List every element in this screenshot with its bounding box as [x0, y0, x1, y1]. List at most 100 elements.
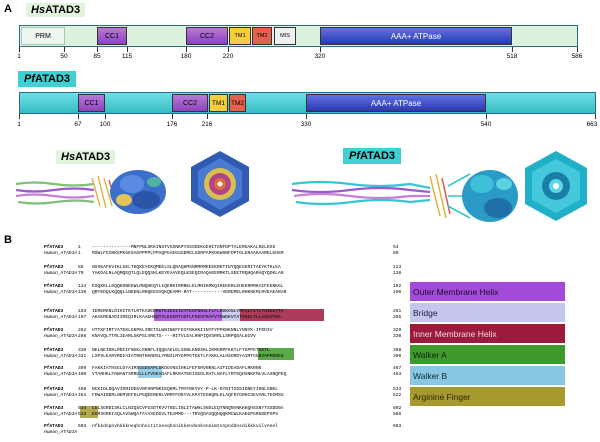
hs-tick-mark — [228, 47, 229, 52]
pf-tick-label: 176 — [167, 121, 178, 128]
pf-seq-text: FAKKIATHSGLDYAIMSGGDVAPLGKDGVNSIHKLFEFSR… — [92, 366, 261, 371]
pf-tick-mark — [207, 114, 208, 119]
hs-tm1-domain: TM1 — [229, 27, 251, 45]
hs-seq-end: 522 — [393, 393, 401, 398]
pf-seq-name: PfATAD3 — [44, 245, 63, 250]
hs-seq-name: Human_ATAD3A — [44, 315, 77, 320]
pf-tick-label: 1 — [17, 121, 21, 128]
hs-protein-title: HsATAD3 — [26, 3, 85, 17]
hs-seq-start: 266 — [78, 334, 86, 339]
hs-tick-mark — [577, 47, 578, 52]
hs-tick-label: 85 — [93, 53, 100, 60]
pf-cc1-domain: CC1 — [78, 94, 105, 112]
pf-seq-end: 192 — [393, 284, 401, 289]
hs-seq-name: Human_ATAD3A — [44, 290, 77, 295]
hs-seq-start: 331 — [78, 354, 86, 359]
pf-tick-label: 100 — [100, 121, 111, 128]
pf-seq-end: 329 — [393, 328, 401, 333]
pf-seq-end: 533 — [393, 387, 401, 392]
hs-cc1-domain: CC1 — [97, 27, 127, 45]
legend-walker-b: Walker B — [410, 366, 565, 385]
pf-seq-text: NELNEIDKLRNIIFNGKLSNNFLIQQEAELELSSNLKNDS… — [92, 348, 270, 353]
hs-tick-label: 115 — [122, 53, 132, 60]
pf-tick-mark — [105, 114, 106, 119]
pf-seq-text: NSSKAFEVIKLGELTKQKEYEKQMEELSLQRAQHMSNRMR… — [92, 265, 281, 270]
hs-seq-text: EGMSGREIAQLAVSWQATAYASEDGVLTEAMMD---TRVQ… — [92, 412, 278, 417]
hs-tick-label: 180 — [181, 53, 192, 60]
pf-seq-start: 399 — [78, 366, 86, 371]
pf-seq-end: 663 — [393, 424, 401, 429]
hs-tick-label: 518 — [507, 53, 518, 60]
hs-mis-domain: MIS — [274, 27, 296, 45]
hs-seq-text: KNAVQLTTRLIEARLGKPSLVRETS----RITVLEALRHP… — [92, 334, 256, 339]
hs-seq-end: 399 — [393, 354, 401, 359]
hs-seq-text: YAKDALNLAQMQEQTLQLEQQSKLKEYEAAVEQLKSEQIR… — [92, 271, 284, 276]
hs-seq-name: Human_ATAD3A — [44, 430, 77, 435]
hs-seq-text: AKAERENADIIREQIRLKAAEHRQTVLESIRTAGTLFGEG… — [92, 315, 281, 320]
pf-tick-label: 216 — [202, 121, 213, 128]
hs-seq-text: QRYEDQLKQQQLLNEENLRKQEESVQKQEAMR-RAT----… — [92, 290, 286, 295]
hs-seq-text: FDWAINDRLNEMVEFDLPGQEERERLVRMYFDKYVLKPAT… — [92, 393, 284, 398]
hs-seq-end: 196 — [393, 290, 401, 295]
hs-seq-start: 70 — [78, 271, 84, 276]
hs-structure-label-italic: Hs — [61, 151, 75, 163]
pf-seq-text: nfkkdnpnvhkkkneqhnhnititneeqhnnikkendenk… — [92, 424, 278, 429]
legend-bridge: Bridge — [410, 303, 565, 322]
pf-seq-text: HTTKFIRTYATEKLGKPKLIRETSLWNINKFFDIFNKHKI… — [92, 328, 273, 333]
hs-seq-start: 523 — [78, 412, 86, 417]
pf-seq-end: 54 — [393, 245, 399, 250]
pf-seq-start: 124 — [78, 284, 86, 289]
hs-structure-label-rest: ATAD3 — [75, 151, 110, 163]
pf-tick-mark — [486, 114, 487, 119]
pf-tick-label: 67 — [74, 121, 81, 128]
hs-tick-mark — [186, 47, 187, 52]
pf-seq-end: 123 — [393, 265, 401, 270]
pf-aaa-atpase-domain: AAA+ ATPase — [306, 94, 486, 112]
hs-seq-end: 586 — [393, 412, 401, 417]
pf-structure-label-italic: Pf — [349, 150, 360, 162]
hs-top-structure-image — [184, 148, 256, 220]
hs-seq-text: VTAMHKLFDWANTSRRGLLLFVDEADAFLRKRATEKISED… — [92, 372, 286, 377]
pf-seq-start: 262 — [78, 328, 86, 333]
hs-seq-name: Human_ATAD3A — [44, 271, 77, 276]
hs-seq-start: 454 — [78, 393, 86, 398]
hs-tick-label: 1 — [17, 53, 21, 60]
hs-structure-label: HsATAD3 — [56, 150, 115, 164]
hs-seq-end: 453 — [393, 372, 401, 377]
hs-tick-mark — [512, 47, 513, 52]
pf-seq-text: CGLSGRDISKLCLNIQSCVFGSDTKVVTKELINLITAWHL… — [92, 406, 284, 411]
pf-tm2-domain: TM2 — [229, 94, 246, 112]
pf-seq-name: PfATAD3 — [44, 366, 63, 371]
hs-title-italic: Hs — [31, 4, 45, 16]
panel-a-letter: A — [4, 3, 12, 15]
pf-seq-name: PfATAD3 — [44, 265, 63, 270]
pf-seq-name: PfATAD3 — [44, 284, 63, 289]
pf-title-rest: ATAD3 — [35, 73, 70, 85]
hs-seq-name: Human_ATAD3A — [44, 334, 77, 339]
hs-cc2-domain: CC2 — [186, 27, 228, 45]
pf-top-structure-image — [518, 148, 594, 224]
hs-seq-start: 1 — [78, 251, 81, 256]
pf-seq-start: 534 — [78, 406, 86, 411]
legend-inner-membrane-helix: Inner Membrane Helix — [410, 324, 565, 343]
pf-tick-label: 330 — [301, 121, 312, 128]
pf-tick-mark — [595, 114, 596, 119]
hs-tick-mark — [19, 47, 20, 52]
hs-seq-name: Human_ATAD3A — [44, 412, 77, 417]
pf-cc2-domain: CC2 — [172, 94, 208, 112]
hs-seq-text: MSWLFGINKGPKGEGAGPPPPLPPAQPGAEGGGDRGLGDR… — [92, 251, 284, 256]
pf-seq-start: 1 — [78, 245, 81, 250]
pf-seq-end: 398 — [393, 348, 401, 353]
hs-tick-mark — [127, 47, 128, 52]
legend-outer-membrane-helix: Outer Membrane Helix — [410, 282, 565, 301]
pf-seq-text: ESQKKLLDQQKONEEWLRNQHEQYLIQERKIRRNELELMN… — [92, 284, 284, 289]
hs-seq-start: 197 — [78, 315, 86, 320]
hs-side-structure-image — [14, 164, 172, 220]
hs-seq-name: Human_ATAD3A — [44, 372, 77, 377]
hs-tick-mark — [97, 47, 98, 52]
pf-seq-name: PfATAD3 — [44, 348, 63, 353]
pf-seq-name: PfATAD3 — [44, 328, 63, 333]
hs-seq-end: 265 — [393, 315, 401, 320]
pf-seq-start: 193 — [78, 309, 86, 314]
pf-seq-name: PfATAD3 — [44, 387, 63, 392]
